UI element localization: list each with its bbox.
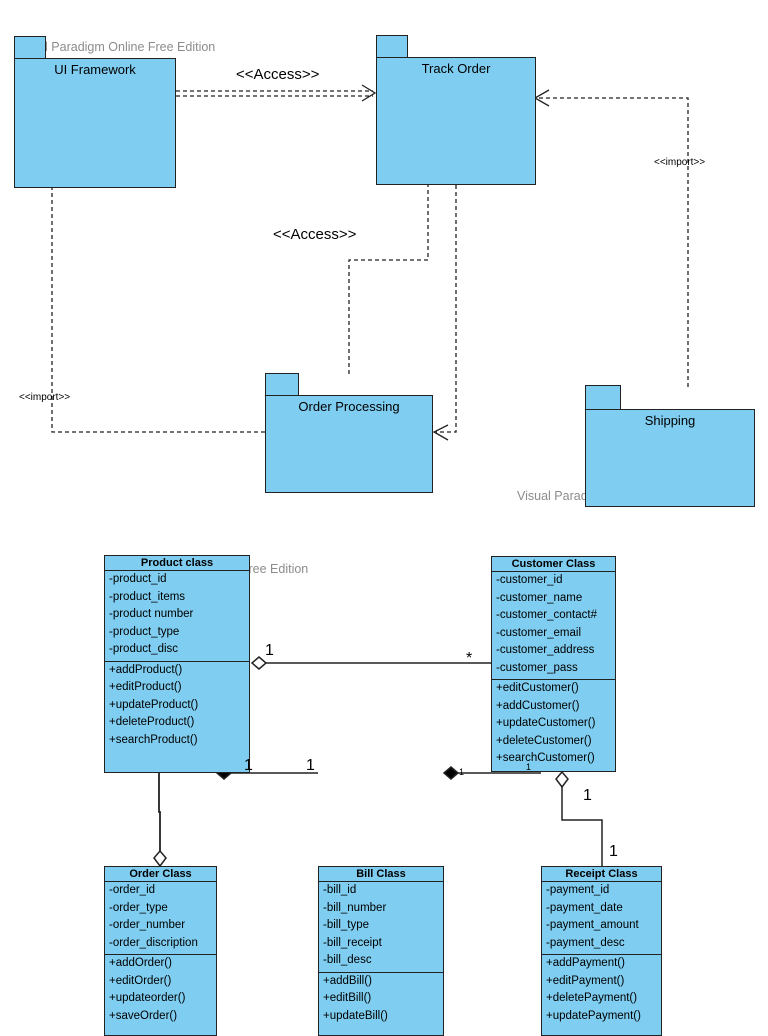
class-title: Order Class bbox=[105, 867, 216, 882]
attribute: -customer_email bbox=[496, 626, 581, 639]
attribute: -bill_type bbox=[323, 919, 370, 931]
attribute: -order_discription bbox=[109, 936, 198, 949]
attribute: -bill_number bbox=[323, 901, 387, 914]
method: +addOrder() bbox=[109, 957, 172, 969]
attribute: -product_type bbox=[109, 625, 180, 638]
method: +editCustomer() bbox=[496, 682, 579, 694]
attribute: -payment_amount bbox=[546, 919, 639, 931]
attribute: -customer_pass bbox=[496, 661, 578, 674]
method: +editBill() bbox=[323, 992, 372, 1004]
method: +deleteCustomer() bbox=[496, 734, 592, 747]
class-title: Product class bbox=[105, 556, 249, 571]
method: +editOrder() bbox=[109, 974, 172, 987]
method: +editProduct() bbox=[109, 681, 182, 693]
class-receipt[interactable]: Receipt Class -payment_id -payment_date … bbox=[541, 866, 662, 1036]
package-label-shipping: Shipping bbox=[644, 413, 696, 428]
attribute: -product_disc bbox=[109, 643, 179, 655]
multiplicity-order: 1 bbox=[244, 757, 253, 774]
method: +updateCustomer() bbox=[496, 717, 596, 729]
package-tab bbox=[376, 35, 408, 59]
method: +saveOrder() bbox=[109, 1009, 178, 1022]
package-label-ui-framework: UI Framework bbox=[54, 62, 136, 77]
package-label-track-order: Track Order bbox=[421, 61, 491, 76]
multiplicity-customer: * bbox=[466, 650, 473, 667]
attribute: -payment_desc bbox=[546, 936, 625, 949]
method: +searchProduct() bbox=[109, 733, 198, 746]
method: +updateBill() bbox=[323, 1009, 388, 1022]
method: +updatePayment() bbox=[546, 1009, 641, 1022]
attribute: -product_items bbox=[109, 590, 186, 603]
method: +addBill() bbox=[323, 974, 372, 987]
package-tab bbox=[265, 373, 299, 397]
package-label-order-processing: Order Processing bbox=[298, 399, 400, 414]
method: +addCustomer() bbox=[496, 699, 580, 712]
multiplicity-customer-receipt-bottom: 1 bbox=[609, 843, 618, 860]
class-customer[interactable]: Customer Class -customer_id -customer_na… bbox=[491, 556, 616, 772]
attribute: -payment_date bbox=[546, 901, 623, 914]
class-title: Bill Class bbox=[319, 867, 443, 882]
attribute: -customer_id bbox=[496, 574, 563, 586]
stereotype-access-order-track: <<Access>> bbox=[273, 226, 357, 243]
methods-section: +addPayment() +editPayment() +deletePaym… bbox=[542, 955, 661, 1027]
multiplicity-bill-right: 1 bbox=[459, 767, 465, 777]
class-title: Customer Class bbox=[492, 557, 615, 572]
attribute: -product_id bbox=[109, 573, 167, 585]
attribute: -customer_contact# bbox=[496, 609, 597, 621]
methods-section: +editCustomer() +addCustomer() +updateCu… bbox=[492, 680, 615, 770]
multiplicity-customer-receipt-top: 1 bbox=[583, 787, 592, 804]
multiplicity-bill-left: 1 bbox=[306, 757, 315, 774]
assoc-customer-receipt bbox=[561, 786, 603, 867]
attributes-section: -product_id -product_items -product numb… bbox=[105, 571, 249, 662]
line-track-to-order-processing bbox=[436, 150, 457, 433]
attribute: -order_id bbox=[109, 884, 156, 896]
stereotype-access-ui-track: <<Access>> bbox=[236, 66, 320, 83]
aggregation-diamond-customer bbox=[555, 770, 569, 789]
package-tab bbox=[14, 36, 46, 60]
method: +searchCustomer() bbox=[496, 752, 595, 764]
attributes-section: -bill_id -bill_number -bill_type -bill_r… bbox=[319, 882, 443, 973]
arrowhead-order-processing bbox=[432, 424, 449, 441]
method: +addProduct() bbox=[109, 663, 183, 676]
stereotype-import-shipping: <<import>> bbox=[654, 157, 706, 168]
method: +addPayment() bbox=[546, 957, 625, 969]
method: +updateorder() bbox=[109, 992, 186, 1004]
attribute: -order_number bbox=[109, 919, 186, 931]
method: +deletePayment() bbox=[546, 992, 638, 1004]
class-bill[interactable]: Bill Class -bill_id -bill_number -bill_t… bbox=[318, 866, 444, 1036]
methods-section: +addOrder() +editOrder() +updateorder() … bbox=[105, 955, 216, 1027]
composition-diamond-bill bbox=[442, 766, 460, 780]
multiplicity-receipt: 1 bbox=[526, 762, 532, 772]
method: +updateProduct() bbox=[109, 698, 199, 711]
attribute: -customer_address bbox=[496, 644, 595, 656]
stereotype-import-order-ui: <<import>> bbox=[19, 392, 71, 403]
attribute: -bill_receipt bbox=[323, 936, 382, 949]
aggregation-diamond-product bbox=[250, 656, 268, 670]
watermark-top: Visual Paradigm Online Free Edition bbox=[14, 40, 216, 54]
class-order[interactable]: Order Class -order_id -order_type -order… bbox=[104, 866, 217, 1036]
method: +editPayment() bbox=[546, 974, 625, 987]
arrowhead-track-order-left bbox=[361, 84, 377, 102]
attributes-section: -order_id -order_type -order_number -ord… bbox=[105, 882, 216, 955]
package-tab bbox=[585, 385, 621, 411]
import-line-shipping-track bbox=[537, 97, 689, 387]
attributes-section: -payment_id -payment_date -payment_amoun… bbox=[542, 882, 661, 955]
attribute: -customer_name bbox=[496, 591, 583, 604]
aggregation-diamond-order bbox=[153, 849, 167, 868]
attribute: -order_type bbox=[109, 901, 168, 914]
class-product[interactable]: Product class -product_id -product_items… bbox=[104, 555, 250, 773]
class-title: Receipt Class bbox=[542, 867, 661, 882]
attribute: -payment_id bbox=[546, 884, 610, 896]
attribute: -bill_id bbox=[323, 884, 357, 896]
multiplicity-product: 1 bbox=[265, 642, 274, 659]
access-line-order-track bbox=[348, 155, 429, 374]
attributes-section: -customer_id -customer_name -customer_co… bbox=[492, 572, 615, 680]
method: +deleteProduct() bbox=[109, 716, 195, 728]
attribute: -product number bbox=[109, 608, 194, 620]
assoc-product-order bbox=[158, 773, 161, 851]
attribute: -bill_desc bbox=[323, 954, 372, 966]
methods-section: +addBill() +editBill() +updateBill() bbox=[319, 973, 443, 1028]
methods-section: +addProduct() +editProduct() +updateProd… bbox=[105, 662, 249, 752]
import-line-order-ui bbox=[51, 155, 265, 433]
